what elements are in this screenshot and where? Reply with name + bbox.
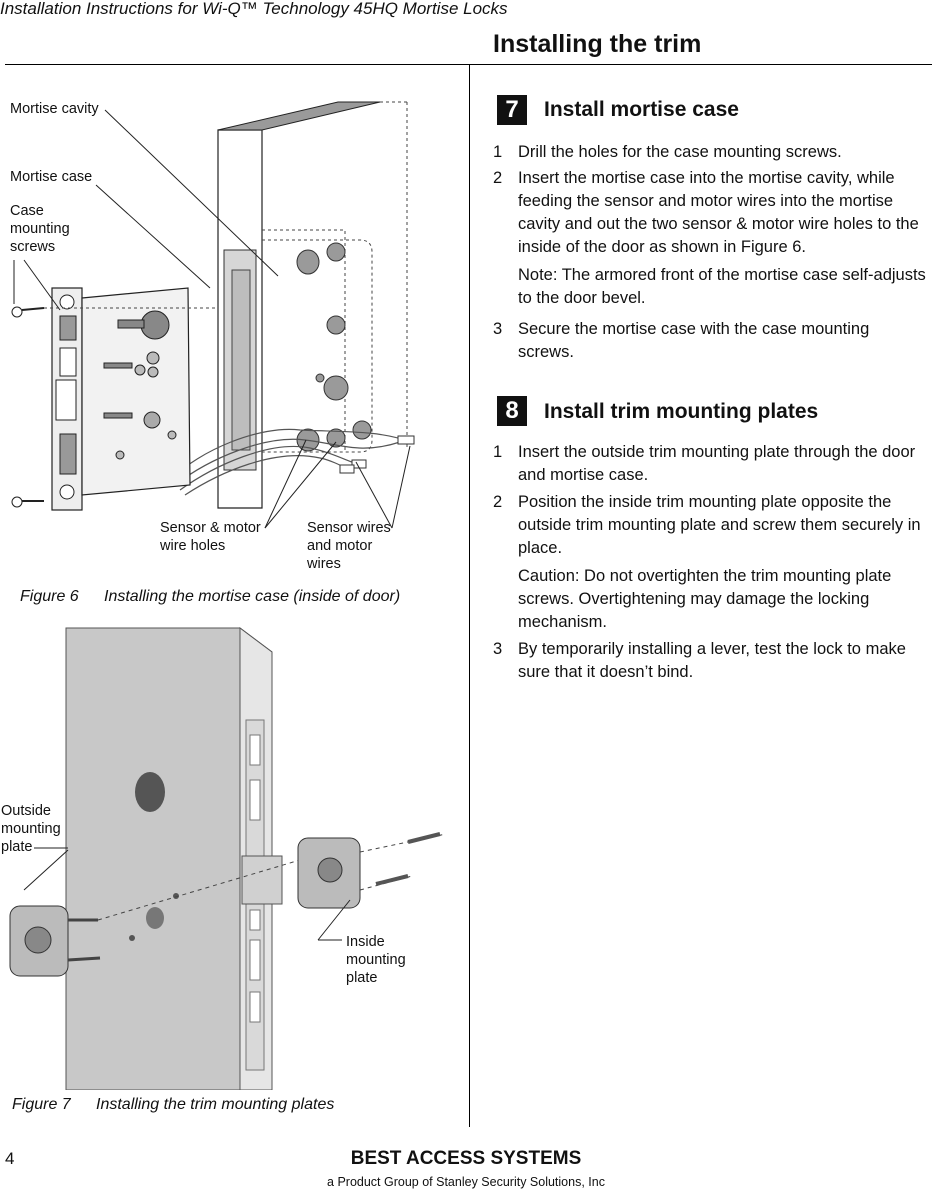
footer-subtitle: a Product Group of Stanley Security Solu…: [327, 1175, 605, 1189]
outside-mounting-plate-label: Outside mounting plate: [1, 803, 61, 855]
section-title: Installing the trim: [493, 30, 702, 58]
figure-7-caption-text: Installing the trim mounting plates: [96, 1096, 335, 1113]
sensor-motor-wire-holes-label: Sensor & motor wire holes: [160, 520, 261, 554]
column-divider: [469, 64, 470, 1127]
sensor-motor-wires-label: Sensor wires and motor wires: [307, 520, 391, 572]
figure-7-illustration: [9, 627, 447, 1090]
inside-mounting-plate-label: Inside mounting plate: [346, 934, 406, 986]
step-7-note: Note: The armored front of the mortise c…: [518, 266, 926, 307]
step-8-caution: Caution: Do not overtighten the trim mou…: [518, 567, 892, 631]
figure-6-caption: Figure 6 Installing the mortise case (ins…: [20, 588, 400, 606]
figure-6-number: Figure 6: [20, 588, 79, 605]
step-8-number-box: 8: [497, 396, 527, 426]
header-divider: [5, 64, 932, 65]
step-8-title: Install trim mounting plates: [544, 400, 819, 423]
footer-brand: BEST ACCESS SYSTEMS: [350, 1148, 582, 1169]
figure-6-caption-text: Installing the mortise case (inside of d…: [104, 588, 401, 605]
mortise-case-label: Mortise case: [10, 169, 93, 185]
case-mounting-screws-label: Case mounting screws: [10, 203, 70, 255]
step-7-number-box: 7: [497, 95, 527, 125]
step-7-title: Install mortise case: [544, 98, 739, 121]
document-title: Installation Instructions for Wi-Q™ Tech…: [0, 0, 508, 18]
figure-7-number: Figure 7: [12, 1096, 71, 1113]
figure-6-illustration: [11, 101, 415, 529]
figure-7-caption: Figure 7 Installing the trim mounting pla…: [12, 1096, 334, 1114]
page-number: 4: [5, 1149, 15, 1168]
mortise-cavity-label: Mortise cavity: [10, 101, 99, 117]
